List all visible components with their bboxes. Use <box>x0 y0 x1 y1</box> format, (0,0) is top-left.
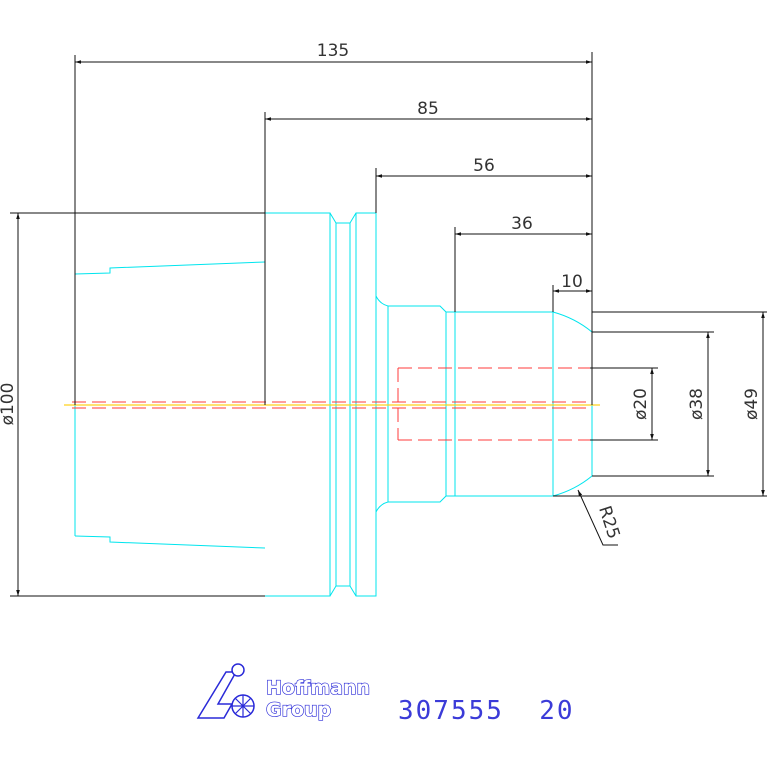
concave-nose <box>552 311 593 497</box>
neck-collar <box>388 305 447 503</box>
logo-gear-teeth <box>232 695 254 717</box>
taper-bore <box>74 261 266 549</box>
dim-49-label: ø49 <box>742 388 762 420</box>
dimension-labels: 135 85 56 36 10 ø100 ø20 ø38 ø49 R25 <box>0 41 762 541</box>
extension-lines <box>10 52 767 597</box>
logo-text-group: Group <box>266 699 331 721</box>
logo-figure-icon <box>196 671 238 719</box>
dim-36-label: 36 <box>511 214 533 234</box>
part-number: 307555 20 <box>398 696 575 726</box>
dimension-lines <box>10 52 767 597</box>
hidden-lines <box>72 367 592 441</box>
inner-bore-hidden <box>397 367 592 441</box>
shank <box>446 311 553 497</box>
dim-85-label: 85 <box>417 99 439 119</box>
dim-38-label: ø38 <box>687 388 707 420</box>
dim-100-label: ø100 <box>0 383 18 426</box>
dim-10-label: 10 <box>561 272 583 292</box>
logo-text-hoffmann: Hoffmann <box>266 677 370 699</box>
dim-20-label: ø20 <box>631 388 651 420</box>
dim-56-label: 56 <box>473 156 495 176</box>
logo-head-icon <box>231 663 245 677</box>
hoffmann-group-logo: Hoffmann Group <box>196 663 371 722</box>
r25-leader <box>577 489 618 546</box>
neck <box>375 295 389 513</box>
dim-135-label: 135 <box>317 41 349 61</box>
